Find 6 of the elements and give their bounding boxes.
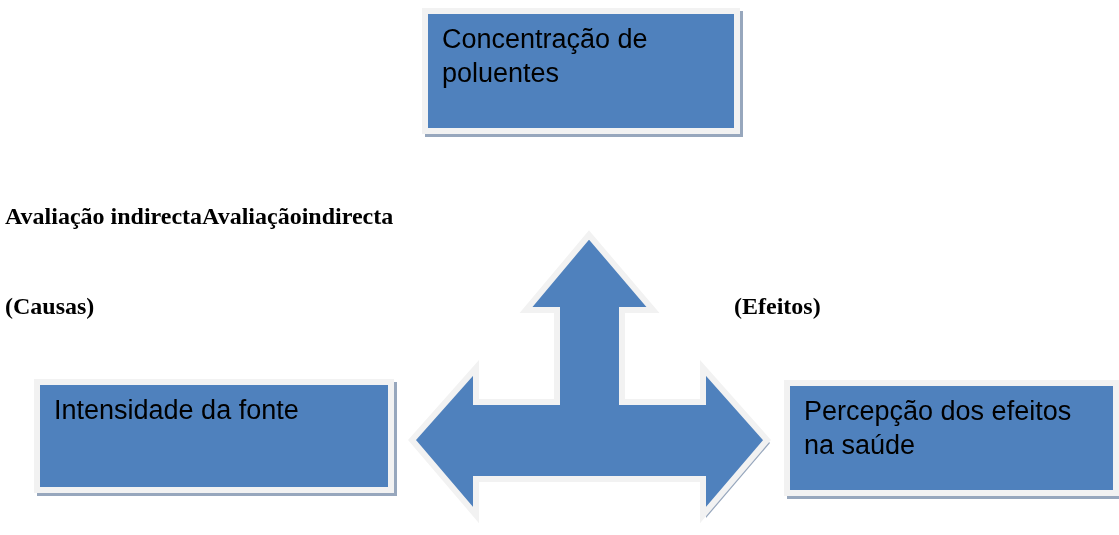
annotation-text: (Causas) (5, 293, 95, 320)
text-box: Concentração de poluentes (422, 8, 740, 134)
annotation-text: (Efeitos) (734, 293, 821, 320)
annotation-text: Avaliação indirectaAvaliaçãoindirecta (5, 203, 394, 230)
text-box: Intensidade da fonte (34, 379, 394, 493)
text-box: Percepção dos efeitos na saúde (784, 380, 1119, 496)
